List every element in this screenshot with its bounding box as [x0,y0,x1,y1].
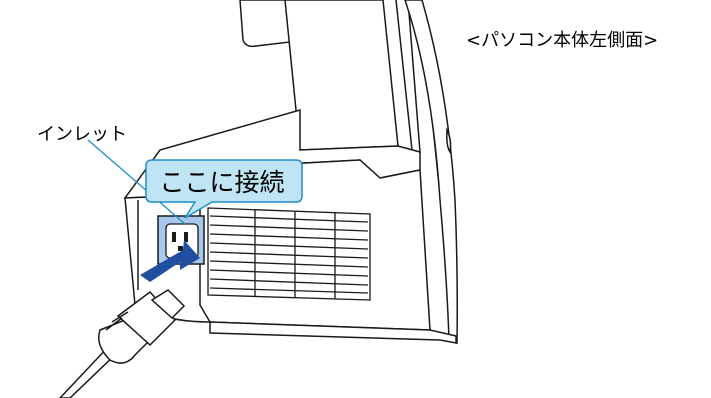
callout-bubble [145,159,303,219]
insert-arrow [140,240,200,282]
base-plate [209,321,457,344]
callout-text: ここに接続 [159,168,285,197]
side-panel [404,0,458,345]
inlet-label: インレット [37,124,127,145]
inlet-leader-line [87,139,186,225]
vent-grille [207,207,371,301]
view-caption: <パソコン本体左側面> [466,30,659,51]
power-cable [58,289,186,398]
